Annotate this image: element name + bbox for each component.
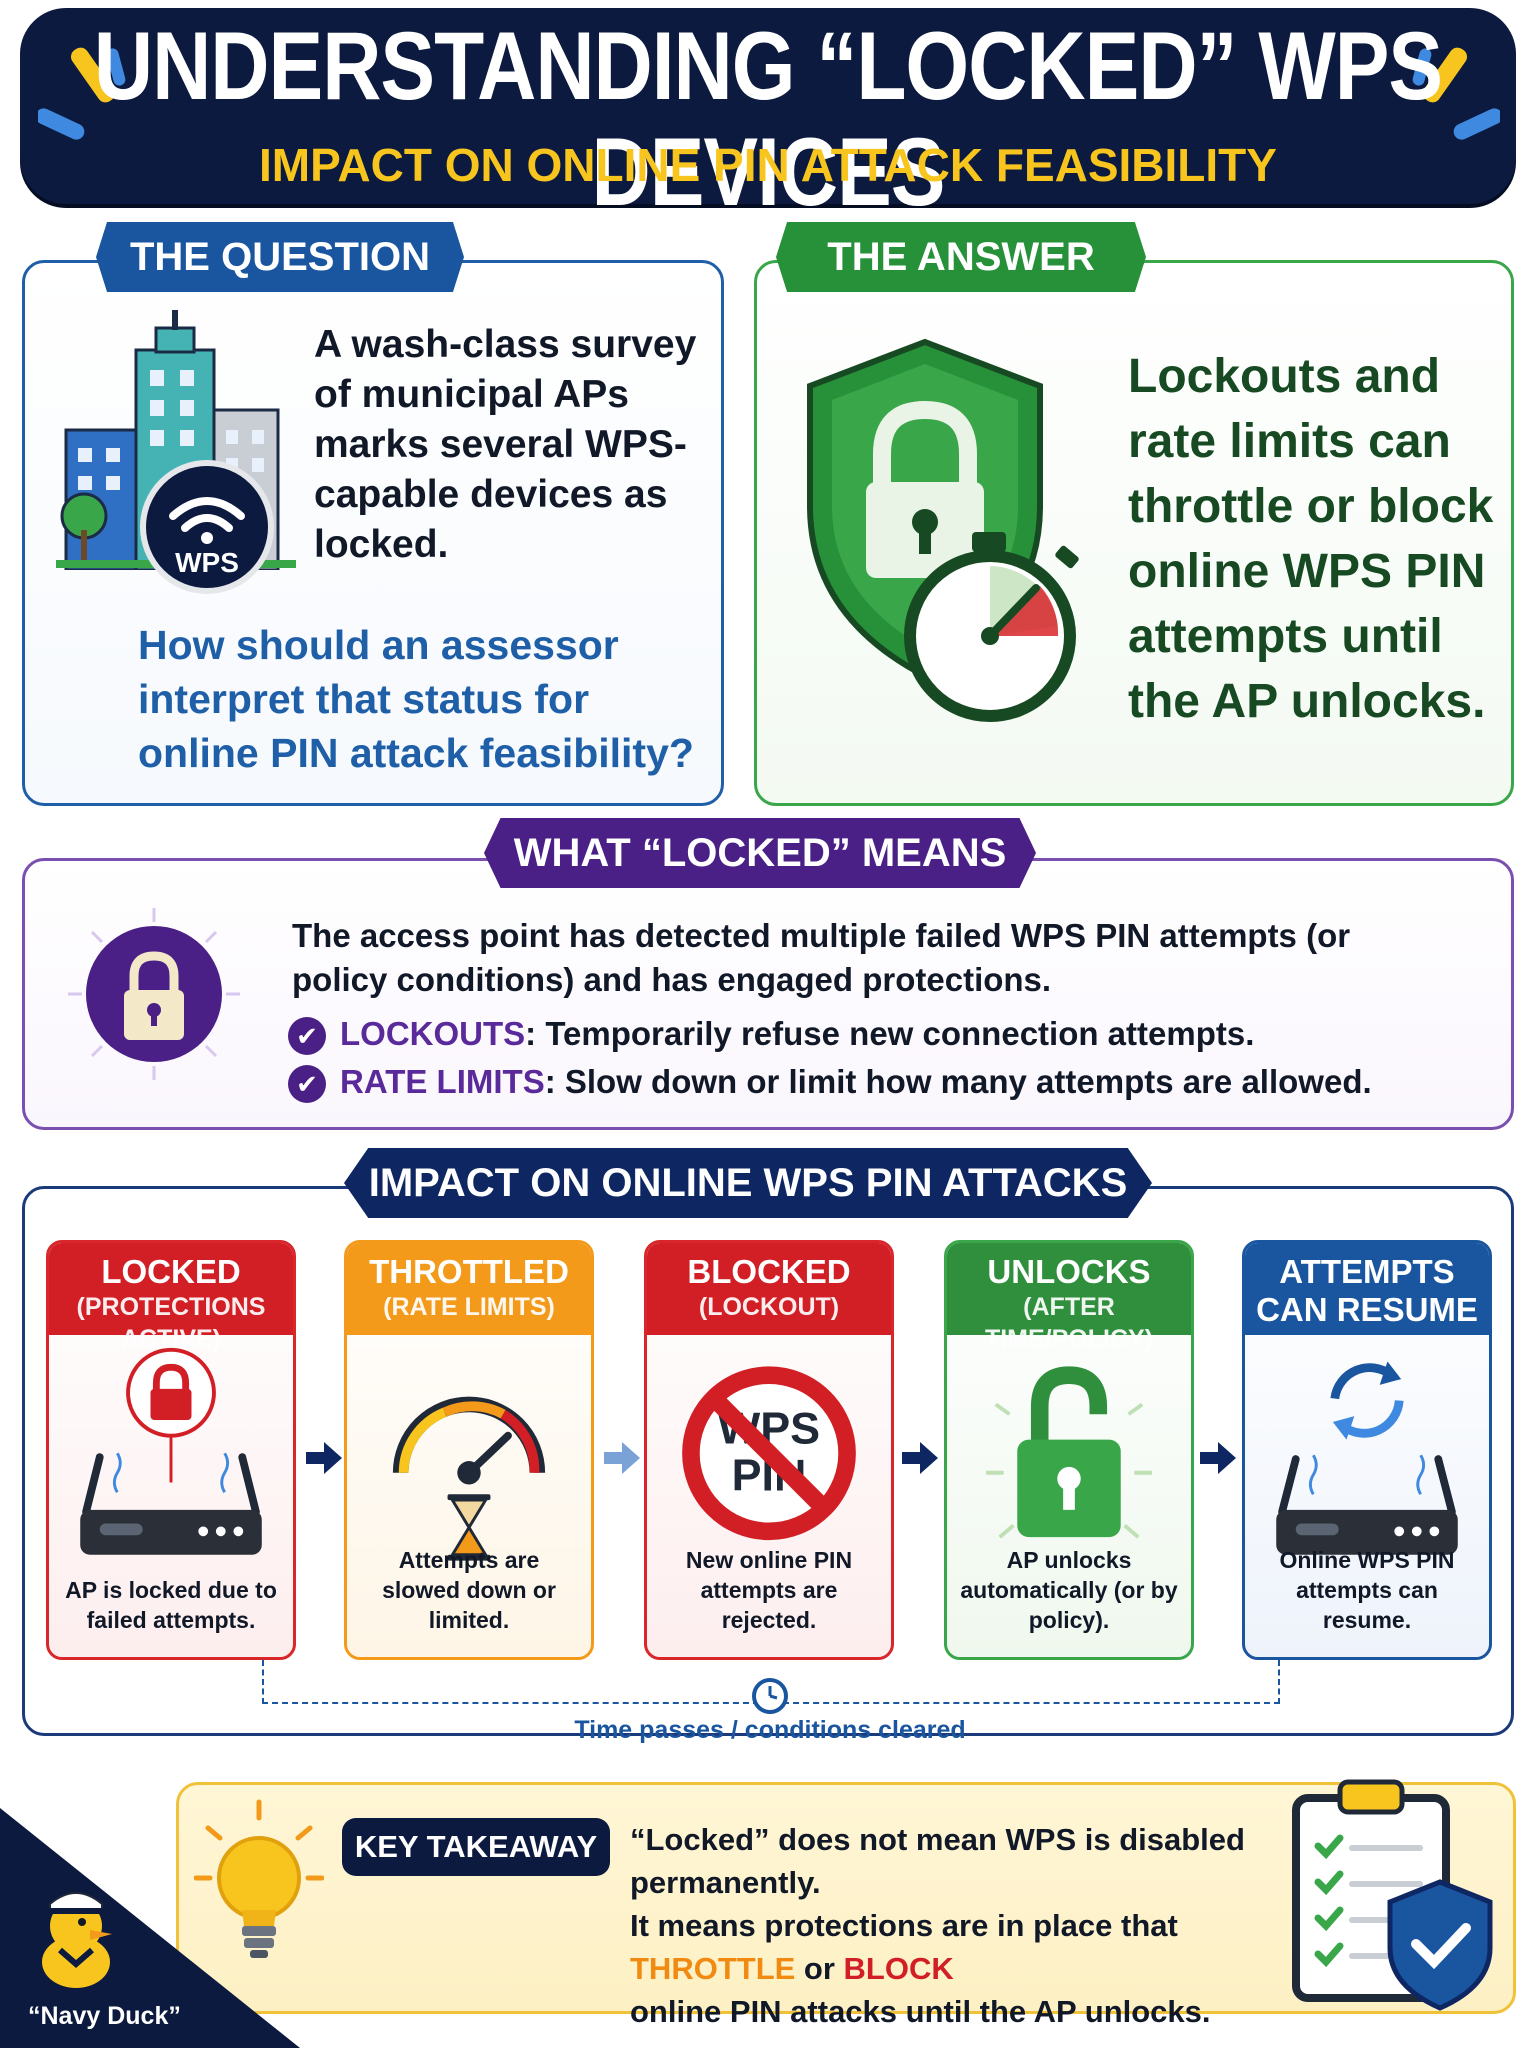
takeaway-text: “Locked” does not mean WPS is disabled p… (630, 1818, 1280, 2033)
stage-header: LOCKED (PROTECTIONS ACTIVE) (49, 1243, 293, 1353)
stage-caption: AP is locked due to failed attempts. (65, 1577, 277, 1633)
speedometer-hourglass-icon (392, 1396, 546, 1561)
arrow-right-icon (1200, 1442, 1236, 1474)
stage-caption: Attempts are slowed down or limited. (382, 1547, 556, 1633)
stage-caption: Online WPS PIN attempts can resume. (1279, 1547, 1455, 1633)
stage-card-locked: LOCKED (PROTECTIONS ACTIVE) AP is locked… (46, 1240, 296, 1660)
impact-tab: IMPACT ON ONLINE WPS PIN ATTACKS (344, 1148, 1152, 1218)
check-icon: ✔ (288, 1065, 326, 1104)
bullet-rate-limits: ✔RATE LIMITS: Slow down or limit how man… (288, 1060, 1372, 1104)
stage-header: UNLOCKS (AFTER TIME/POLICY) (947, 1243, 1191, 1353)
stage-card-unlocks: UNLOCKS (AFTER TIME/POLICY) AP unlocks a… (944, 1240, 1194, 1660)
router-refresh-icon (1276, 1361, 1458, 1555)
stage-title: THROTTLED (369, 1253, 569, 1290)
burst-right-icon (1412, 47, 1500, 140)
lightbulb-icon (194, 1799, 324, 1958)
stage-subtitle: (RATE LIMITS) (383, 1293, 555, 1321)
locked-description: The access point has detected multiple f… (292, 917, 1351, 998)
locked-meaning-panel (22, 858, 1514, 1130)
stage-caption: New online PIN attempts are rejected. (685, 1547, 853, 1633)
stage-subtitle: CAN RESUME (1256, 1291, 1478, 1328)
mascot-label: “Navy Duck” (28, 2002, 181, 2030)
stage-card-blocked: BLOCKED (LOCKOUT) WPS PIN New online PIN… (644, 1240, 894, 1660)
wps-badge-label: WPS (175, 547, 239, 578)
router-lock-icon (80, 1347, 262, 1555)
stage-header: ATTEMPTS CAN RESUME (1245, 1243, 1489, 1335)
stage-subtitle: (PROTECTIONS ACTIVE) (76, 1293, 266, 1353)
prohibited-sign-icon: WPS PIN (682, 1366, 856, 1541)
stage-caption: AP unlocks automatically (or by policy). (960, 1547, 1178, 1633)
bullet-lockouts: ✔LOCKOUTS: Temporarily refuse new connec… (288, 1012, 1254, 1056)
stage-subtitle: (AFTER TIME/POLICY) (984, 1293, 1154, 1353)
answer-text: Lockouts and rate limits can throttle or… (1128, 350, 1494, 728)
keyword-block: BLOCK (843, 1951, 954, 1986)
question-tab: THE QUESTION (96, 222, 464, 292)
wps-wifi-icon: WPS (140, 460, 274, 594)
arrow-right-icon (902, 1442, 938, 1474)
takeaway-line-3: THROTTLE or BLOCK (630, 1947, 1280, 1990)
stage-title: BLOCKED (687, 1253, 851, 1290)
arrow-right-icon (604, 1442, 640, 1474)
stage-title: ATTEMPTS (1279, 1253, 1455, 1290)
takeaway-line-2: It means protections are in place that (630, 1908, 1178, 1943)
takeaway-badge: KEY TAKEAWAY (342, 1818, 610, 1876)
burst-left-icon (38, 47, 126, 140)
stage-header: BLOCKED (LOCKOUT) (647, 1243, 891, 1335)
padlock-circle-icon (68, 908, 240, 1080)
question-prompt: How should an assessor interpret that st… (138, 622, 694, 776)
clock-icon (752, 1678, 788, 1714)
answer-tab: THE ANSWER (776, 222, 1146, 292)
keyword-throttle: THROTTLE (630, 1951, 796, 1986)
stage-title: LOCKED (101, 1253, 241, 1290)
takeaway-line-1: “Locked” does not mean WPS is disabled p… (630, 1822, 1245, 1900)
question-statement: A wash-class survey of municipal APs mar… (314, 323, 697, 566)
keyword-or: or (795, 1951, 844, 1986)
takeaway-line-4: online PIN attacks until the AP unlocks. (630, 1994, 1211, 2029)
shield-lock-stopwatch-icon (807, 338, 1079, 722)
check-icon: ✔ (288, 1017, 326, 1056)
stage-subtitle: (LOCKOUT) (698, 1293, 840, 1321)
duck-mascot-icon (42, 1892, 112, 1988)
arrow-right-icon (306, 1442, 342, 1474)
stage-header: THROTTLED (RATE LIMITS) (347, 1243, 591, 1335)
stage-title: UNLOCKS (987, 1253, 1151, 1290)
checklist-shield-icon (1292, 1779, 1493, 2011)
page-subtitle: IMPACT ON ONLINE PIN ATTACK FEASIBILITY (259, 139, 1277, 191)
stage-card-throttled: THROTTLED (RATE LIMITS) Attempts are slo… (344, 1240, 594, 1660)
page-title: UNDERSTANDING “LOCKED” WPS DEVICES (93, 12, 1443, 227)
stage-card-resume: ATTEMPTS CAN RESUME Online WPS PIN attem… (1242, 1240, 1492, 1660)
locked-meaning-tab: WHAT “LOCKED” MEANS (484, 818, 1036, 888)
timeline-label: Time passes / conditions cleared (574, 1716, 966, 1744)
unlocked-padlock-icon (986, 1366, 1152, 1539)
header-banner: UNDERSTANDING “LOCKED” WPS DEVICES IMPAC… (20, 8, 1516, 226)
